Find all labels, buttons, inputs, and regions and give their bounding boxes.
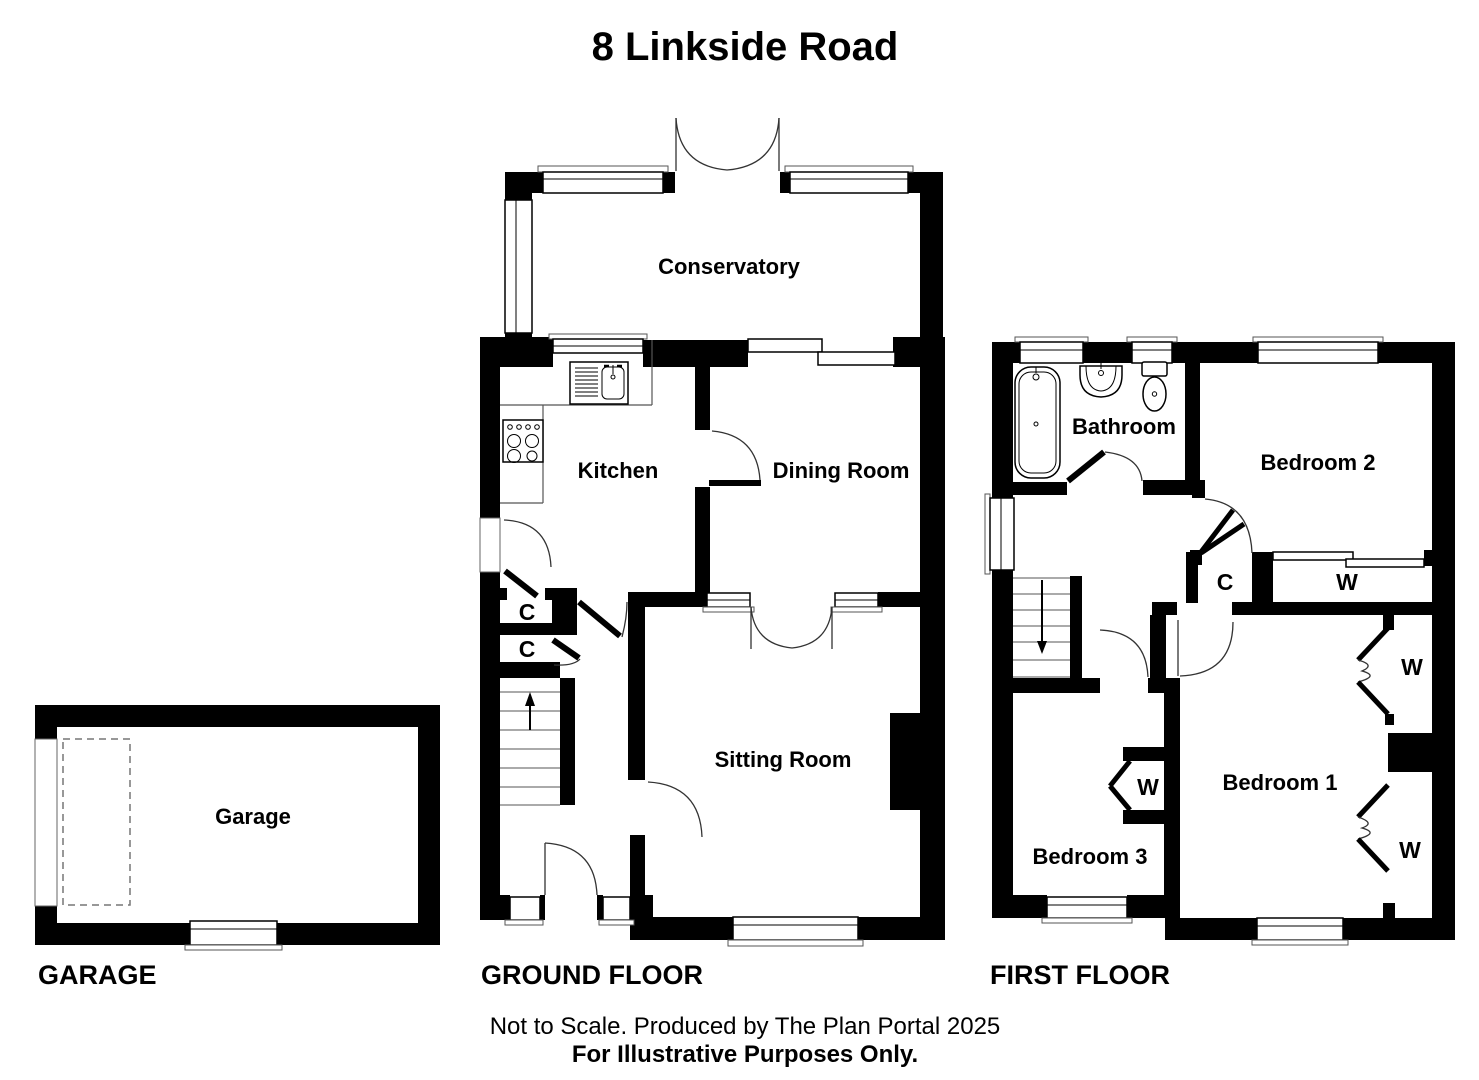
bedroom2-label: Bedroom 2	[1261, 450, 1376, 475]
sitting-window-left	[702, 592, 755, 613]
bedroom1-door	[1177, 620, 1234, 677]
bedroom3-label: Bedroom 3	[1033, 844, 1148, 869]
bathtub	[1014, 366, 1061, 479]
footer-disclaimer: Not to Scale. Produced by The Plan Porta…	[490, 1013, 1001, 1040]
first-outer-walls	[992, 342, 1455, 940]
bedroom3-door-swing	[1099, 629, 1149, 678]
front-window-right	[598, 896, 635, 926]
conservatory-label: Conservatory	[658, 254, 801, 279]
dining-room-label: Dining Room	[773, 458, 910, 483]
bedroom3-wardrobe	[1108, 747, 1166, 824]
cupboard2-door	[551, 637, 581, 666]
ground-floor-plan: Conservatory Kitchen Dining Room Sitting…	[479, 117, 945, 990]
hall-door	[577, 599, 628, 639]
ground-outer-walls	[480, 337, 945, 940]
bedroom1-label: Bedroom 1	[1223, 770, 1338, 795]
ground-floor-heading: GROUND FLOOR	[481, 960, 703, 990]
bedroom3-window	[1041, 896, 1133, 924]
ground-chimney-breast	[890, 713, 945, 810]
wardrobe-bed1-lower-label: W	[1399, 837, 1421, 863]
bathroom-walls	[992, 342, 1200, 495]
conservatory-sliding-door	[747, 338, 896, 366]
kitchen-dining-door	[709, 430, 761, 486]
first-stairs	[1013, 576, 1082, 690]
bedroom2-wardrobe-sliding-door	[1272, 551, 1425, 568]
conservatory-window-left	[504, 199, 533, 334]
garage-plan: Garage GARAGE	[34, 705, 440, 990]
garage-door-opening	[34, 738, 58, 907]
first-cupboard-label: C	[1217, 569, 1234, 595]
side-door	[479, 517, 552, 599]
bedroom2-door	[1199, 498, 1253, 556]
hall-cupboard-walls	[492, 588, 577, 678]
first-floor-plan: Bathroom Bedroom 2 Bedroom 1 Bedroom 3 C…	[984, 336, 1455, 990]
wardrobe-bed1-upper-label: W	[1401, 654, 1423, 680]
hall-sitting-wall	[628, 592, 645, 895]
sitting-room-label: Sitting Room	[715, 747, 852, 772]
first-floor-heading: FIRST FLOOR	[990, 960, 1170, 990]
landing-walls	[1013, 480, 1455, 918]
page-title: 8 Linkside Road	[592, 25, 899, 69]
cupboard2-label: C	[519, 636, 536, 662]
kitchen-window-to-conservatory	[548, 333, 648, 354]
conservatory-window-top-left	[537, 165, 669, 194]
footer-illustrative: For Illustrative Purposes Only.	[572, 1041, 918, 1068]
sitting-bay-window	[727, 916, 864, 947]
bedroom1-wardrobes	[1356, 615, 1455, 918]
wardrobe-bed2-label: W	[1336, 569, 1358, 595]
front-door	[544, 842, 598, 896]
conservatory-walls	[505, 172, 943, 345]
kitchen-label: Kitchen	[578, 458, 659, 483]
sitting-door-swing	[647, 781, 703, 838]
bathroom-window-right	[1126, 336, 1178, 364]
garage-car-space	[62, 738, 131, 906]
landing-window	[984, 493, 1015, 575]
cupboard1-label: C	[519, 599, 536, 625]
kitchen-sink	[569, 361, 629, 405]
bathroom-window-left	[1014, 336, 1089, 364]
bathroom-label: Bathroom	[1072, 414, 1176, 439]
garage-walls	[35, 705, 440, 945]
toilet	[1141, 361, 1168, 412]
garage-window	[184, 920, 283, 951]
bedroom2-window	[1252, 336, 1384, 364]
conservatory-window-top-right	[784, 165, 914, 194]
kitchen-counter	[500, 340, 653, 504]
first-chimney-breast	[1388, 733, 1455, 772]
wardrobe-bed3-label: W	[1137, 774, 1159, 800]
garage-heading: GARAGE	[38, 960, 157, 990]
bedroom1-window	[1251, 917, 1349, 946]
sitting-french-doors	[750, 606, 833, 649]
front-window-left	[504, 896, 544, 926]
kitchen-dining-wall	[695, 340, 710, 607]
garage-room-label: Garage	[215, 804, 291, 829]
bathroom-door	[1066, 449, 1143, 484]
conservatory-french-doors	[675, 117, 780, 171]
sitting-window-right	[830, 592, 883, 613]
dining-sitting-wall	[628, 592, 920, 607]
basin	[1079, 363, 1123, 398]
ground-stairs	[500, 678, 575, 806]
kitchen-hob	[502, 419, 544, 463]
